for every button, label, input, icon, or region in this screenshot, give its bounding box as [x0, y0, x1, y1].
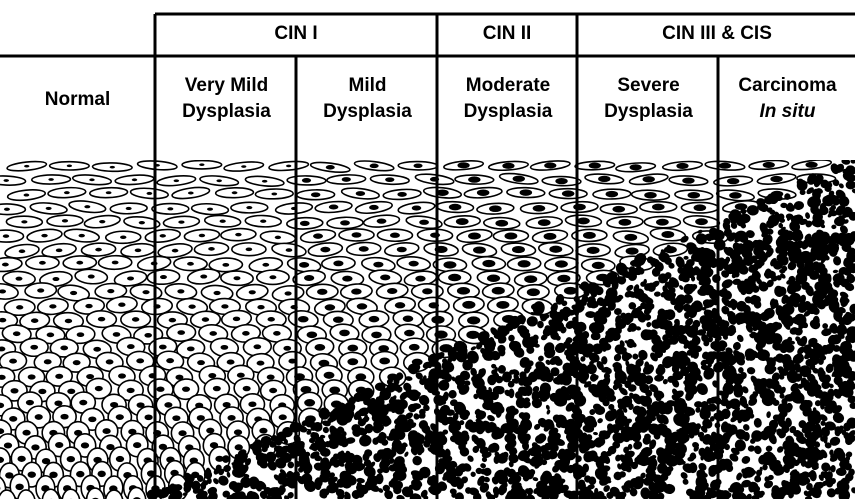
stage-label-line: Very Mild [157, 73, 296, 99]
stage-label-normal: Normal [0, 87, 155, 113]
stage-label-line: Moderate [439, 73, 577, 99]
stage-label-severe-dysplasia: Severe Dysplasia [579, 73, 718, 125]
stage-label-mild-dysplasia: Mild Dysplasia [298, 73, 437, 125]
stage-label-line: Mild [298, 73, 437, 99]
group-label-cin-2: CIN II [439, 20, 575, 47]
stage-label-line: Severe [579, 73, 718, 99]
stage-label-line: Dysplasia [157, 99, 296, 125]
stage-label-line-italic: In situ [720, 99, 855, 125]
group-label-cin-3-cis: CIN III & CIS [579, 20, 855, 47]
stage-label-very-mild-dysplasia: Very Mild Dysplasia [157, 73, 296, 125]
stage-label-line: Carcinoma [720, 73, 855, 99]
stage-label-carcinoma-in-situ: Carcinoma In situ [720, 73, 855, 125]
stage-label-line: Dysplasia [298, 99, 437, 125]
stage-label-line: Dysplasia [439, 99, 577, 125]
group-label-cin-1: CIN I [157, 20, 435, 47]
stage-label-moderate-dysplasia: Moderate Dysplasia [439, 73, 577, 125]
stage-label-line: Dysplasia [579, 99, 718, 125]
